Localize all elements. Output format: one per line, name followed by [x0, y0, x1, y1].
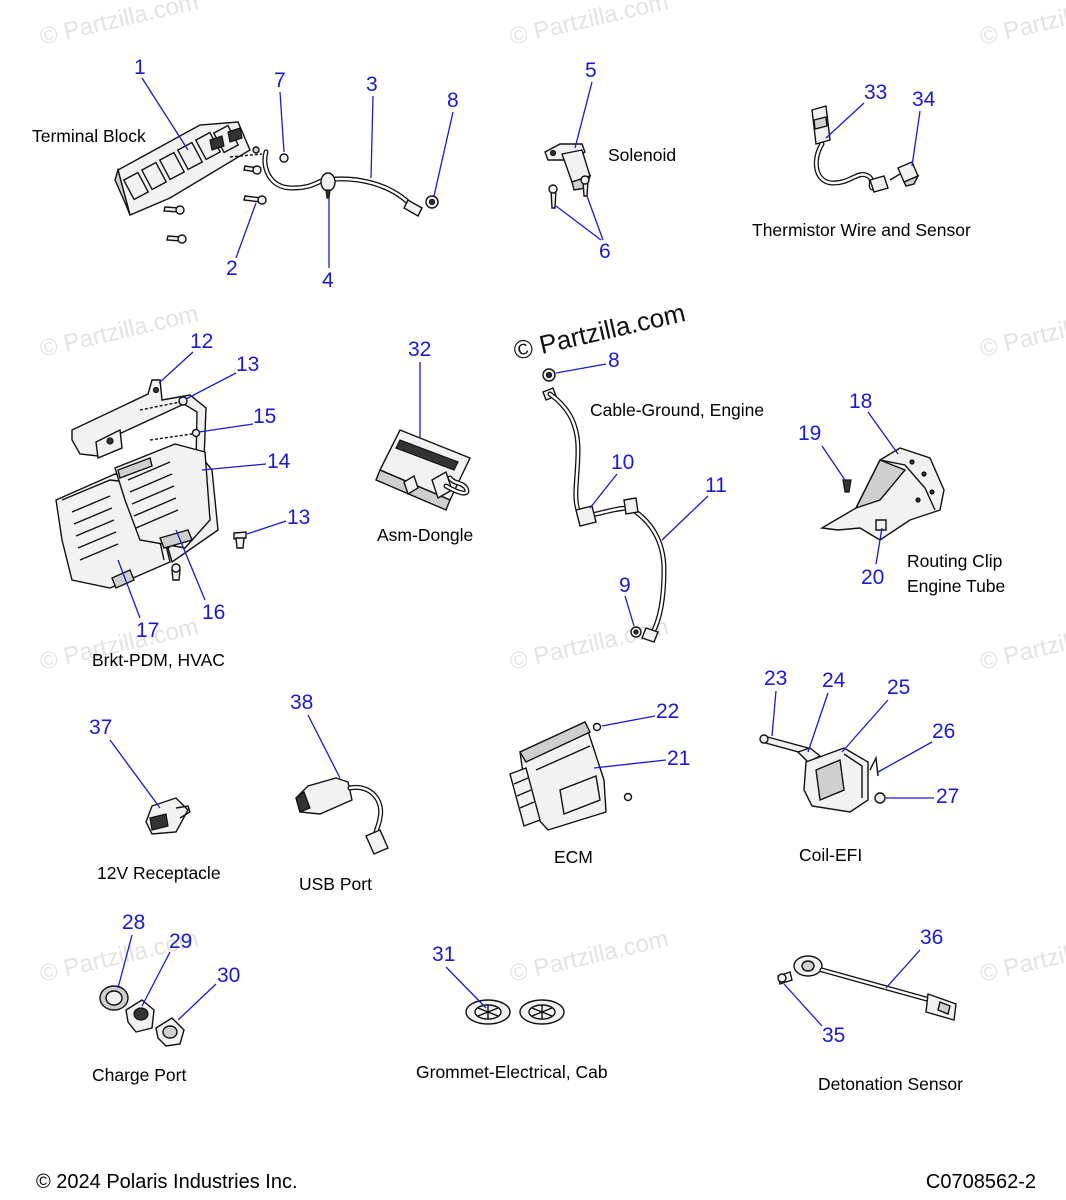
callout-6: 6 — [599, 240, 611, 263]
watermark-text: © Partzilla.com — [977, 0, 1066, 51]
callout-30: 30 — [217, 964, 240, 987]
callout-35: 35 — [822, 1024, 845, 1047]
callout-14: 14 — [267, 450, 291, 473]
callout-33: 33 — [864, 81, 887, 104]
callouts-terminal-block: 1 7 3 8 2 4 — [134, 56, 459, 292]
coil-efi-illustration — [759, 734, 886, 813]
callouts-dongle: 32 — [408, 338, 431, 438]
callouts-routing-clip: 18 19 20 — [798, 390, 899, 589]
callout-22: 22 — [656, 700, 679, 723]
callouts-ecm: 22 21 — [593, 700, 690, 770]
callouts-solenoid: 5 6 — [555, 59, 611, 263]
callouts-charge-port: 28 29 30 — [117, 911, 240, 1021]
watermark-text: © Partzilla.com — [507, 925, 671, 988]
callout-32: 32 — [408, 338, 431, 361]
caption-ecm: ECM — [554, 847, 593, 867]
watermark-text: © Partzilla.com — [977, 613, 1066, 676]
watermark-main: © Partzilla.com — [511, 297, 688, 366]
callout-19: 19 — [798, 422, 821, 445]
detonation-sensor-illustration — [777, 955, 957, 1021]
thermistor-illustration — [811, 105, 920, 193]
callout-2: 2 — [226, 257, 238, 280]
callouts-usb-port: 38 — [290, 691, 341, 779]
callout-9: 9 — [619, 574, 631, 597]
watermark-text: © Partzilla.com — [37, 0, 201, 51]
caption-detonation: Detonation Sensor — [818, 1074, 963, 1094]
callout-25: 25 — [887, 676, 910, 699]
callout-36: 36 — [920, 926, 943, 949]
caption-dongle: Asm-Dongle — [377, 525, 473, 545]
solenoid-illustration — [544, 143, 592, 209]
caption-routing-clip-1: Routing Clip — [907, 551, 1002, 571]
callout-38: 38 — [290, 691, 313, 714]
callout-13: 13 — [236, 353, 259, 376]
callout-10: 10 — [611, 451, 634, 474]
callout-15: 15 — [253, 405, 276, 428]
caption-pdm-bracket: Brkt-PDM, HVAC — [92, 650, 225, 670]
caption-charge-port: Charge Port — [92, 1065, 186, 1085]
callout-21: 21 — [667, 747, 690, 770]
callouts-ground-cable: 8 10 11 9 — [555, 349, 727, 627]
receptacle-12v-illustration — [145, 797, 191, 835]
caption-terminal-block: Terminal Block — [32, 126, 146, 146]
watermark-text: © Partzilla.com — [977, 300, 1066, 363]
callout-12: 12 — [190, 330, 213, 353]
callout-8: 8 — [608, 349, 620, 372]
callout-1: 1 — [134, 56, 146, 79]
callout-13: 13 — [287, 506, 310, 529]
callouts-grommet: 31 — [432, 943, 487, 1009]
callout-11: 11 — [705, 474, 727, 497]
callout-7: 7 — [274, 69, 286, 92]
caption-ground-cable: Cable-Ground, Engine — [590, 400, 764, 420]
callouts-receptacle-12v: 37 — [89, 716, 161, 809]
callout-34: 34 — [912, 88, 936, 111]
caption-usb-port: USB Port — [299, 874, 372, 894]
callout-29: 29 — [169, 930, 192, 953]
callouts-pdm-bracket: 12 13 15 14 13 16 17 — [117, 330, 310, 642]
charge-port-illustration — [99, 985, 185, 1047]
callout-18: 18 — [849, 390, 872, 413]
callouts-detonation: 36 35 — [783, 926, 943, 1047]
dongle-illustration — [375, 429, 471, 511]
callouts-coil-efi: 23 24 25 26 27 — [764, 667, 959, 808]
grommet-illustration — [465, 999, 565, 1025]
callout-24: 24 — [822, 669, 846, 692]
callout-3: 3 — [366, 73, 378, 96]
callout-17: 17 — [136, 619, 159, 642]
callout-37: 37 — [89, 716, 112, 739]
callout-31: 31 — [432, 943, 455, 966]
watermark-text: © Partzilla.com — [507, 613, 671, 676]
caption-thermistor: Thermistor Wire and Sensor — [752, 220, 971, 240]
callouts-thermistor: 33 34 — [825, 81, 936, 167]
caption-routing-clip-2: Engine Tube — [907, 576, 1005, 596]
watermark-text: © Partzilla.com — [507, 0, 671, 51]
callout-20: 20 — [861, 566, 884, 589]
watermark-text: © Partzilla.com — [37, 300, 201, 363]
copyright-footer: © 2024 Polaris Industries Inc. — [36, 1171, 298, 1193]
diagram-code: C0708562-2 — [926, 1171, 1036, 1193]
caption-grommet: Grommet-Electrical, Cab — [416, 1062, 608, 1082]
caption-solenoid: Solenoid — [608, 145, 676, 165]
callout-4: 4 — [322, 269, 334, 292]
ecm-illustration — [509, 721, 633, 831]
callout-8: 8 — [447, 89, 459, 112]
callout-26: 26 — [932, 720, 955, 743]
watermark-text: © Partzilla.com — [977, 925, 1066, 988]
callout-23: 23 — [764, 667, 787, 690]
callout-27: 27 — [936, 785, 959, 808]
callout-28: 28 — [122, 911, 145, 934]
routing-clip-illustration — [819, 447, 945, 541]
callout-5: 5 — [585, 59, 597, 82]
terminal-block-illustration — [114, 121, 439, 244]
usb-port-illustration — [295, 777, 389, 855]
ground-cable-illustration — [542, 368, 667, 643]
caption-coil-efi: Coil-EFI — [799, 845, 862, 865]
pdm-bracket-illustration — [55, 379, 247, 589]
callout-16: 16 — [202, 601, 225, 624]
caption-receptacle-12v: 12V Receptacle — [97, 863, 221, 883]
